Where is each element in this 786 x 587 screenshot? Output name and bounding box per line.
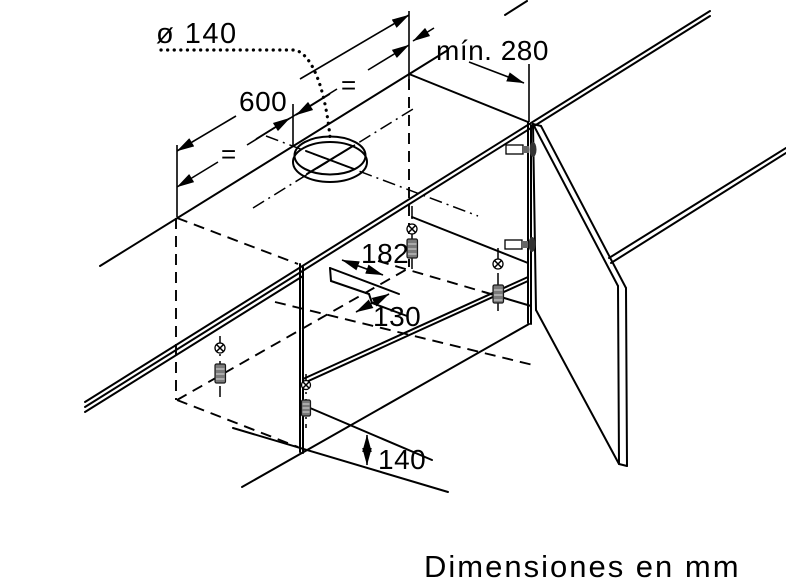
label-equal-left: =	[221, 139, 236, 169]
caption: Dimensiones en mm	[424, 549, 741, 584]
right-side-panel	[527, 121, 532, 325]
hole-centerline-depth	[265, 135, 479, 217]
label-140: 140	[378, 444, 426, 475]
dimension-600: 600 = =	[176, 11, 410, 217]
label-182: 182	[361, 238, 409, 269]
top-board-right-depth-edge	[408, 73, 529, 123]
label-hole-diameter: ø 140	[156, 18, 238, 50]
mounting-bracket	[329, 267, 408, 317]
screw-hinge-upper	[505, 142, 537, 157]
right-neighbor-bottom-rail	[608, 147, 786, 264]
screw-hinge-lower	[504, 237, 536, 252]
cabinet-bottom-edges	[232, 216, 532, 493]
label-equal-right: =	[341, 70, 356, 100]
dimension-130: 130	[355, 293, 421, 332]
dimension-140: 140	[362, 434, 426, 475]
screw-left-panel-lower	[214, 336, 227, 397]
hidden-cabinet-outline	[175, 79, 534, 448]
hole-centerline-width	[252, 108, 414, 209]
dimension-182: 182	[341, 238, 409, 276]
open-door	[532, 123, 628, 467]
left-side-panel	[299, 263, 304, 454]
screw-left-panel-front	[300, 374, 312, 428]
screw-top-center	[406, 206, 419, 272]
top-board-front-edge	[84, 10, 711, 413]
screw-top-right	[492, 248, 505, 316]
dimension-min-280: mín. 280	[412, 27, 549, 122]
label-130: 130	[373, 301, 421, 332]
hole-diameter-leader	[159, 48, 332, 139]
label-600: 600	[239, 86, 287, 117]
label-min-280: mín. 280	[436, 35, 549, 66]
cabinet-back-top-edge	[99, 0, 528, 267]
duct-hole	[159, 48, 479, 217]
